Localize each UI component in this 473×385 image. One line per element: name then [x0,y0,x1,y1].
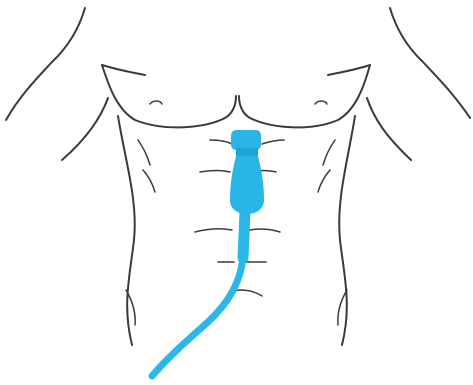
left-torso-side [118,116,135,345]
right-clavicle [328,65,370,75]
right-arm-inner [367,98,411,160]
probe-body [230,156,264,214]
right-pec [239,65,370,127]
probe-cable-icon [152,258,243,376]
right-nipple [315,101,327,104]
left-pec [102,65,236,127]
abs-right-4 [240,290,262,296]
probe-strain-relief [243,212,245,258]
left-clavicle [102,65,145,75]
abs-upper-left [210,140,232,144]
probe-head [231,130,261,150]
abs-upper-right [262,140,284,144]
ultrasound-probe-icon [230,130,264,214]
left-nipple [150,101,162,104]
left-rib-2 [143,170,155,192]
right-neck-line [390,8,470,118]
left-neck-line [6,8,85,120]
right-rib-1 [323,140,335,165]
left-arm-inner [62,98,108,160]
abs-left-2 [195,229,232,232]
right-rib-2 [318,170,330,192]
abs-left-1 [200,171,230,173]
left-rib-1 [138,140,150,165]
right-torso-side [339,116,355,345]
